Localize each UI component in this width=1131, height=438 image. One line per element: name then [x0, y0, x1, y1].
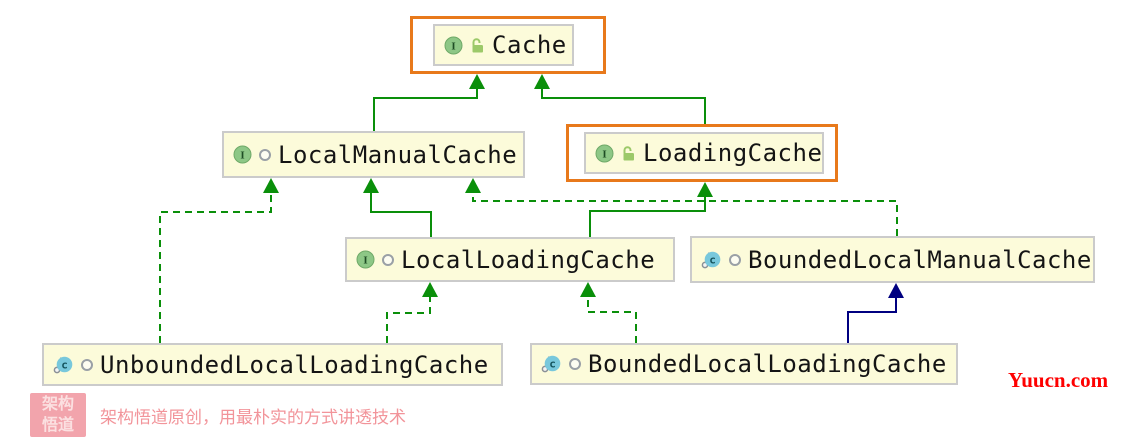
author-logo-badge: 架构 悟道 [30, 393, 86, 437]
package-private-icon [259, 148, 271, 161]
class-name-label: LocalManualCache [278, 140, 518, 169]
class-node-cache[interactable]: I Cache [433, 24, 574, 66]
edge-arrowhead-localloadingcache-extends-loadingcache [697, 182, 713, 197]
package-private-icon [569, 358, 581, 370]
svg-text:c: c [61, 358, 68, 371]
final-class-icon: c [53, 355, 74, 375]
edge-localloadingcache-extends-localmanualcache [370, 192, 432, 237]
edge-arrowhead-boundedlocalmanualcache-implements-localmanualcache [465, 178, 481, 193]
class-node-localmanualcache[interactable]: I LocalManualCache [222, 131, 525, 178]
interface-icon: I [595, 144, 614, 163]
svg-text:I: I [451, 40, 455, 52]
class-node-localloadingcache[interactable]: I LocalLoadingCache [345, 237, 675, 282]
badge-line1: 架构 [41, 396, 74, 413]
edge-arrowhead-localloadingcache-extends-localmanualcache [363, 178, 379, 193]
svg-text:c: c [549, 358, 556, 371]
edge-arrowhead-localmanualcache-extends-cache [469, 74, 485, 89]
site-watermark: Yuucn.com [1008, 368, 1109, 392]
class-node-boundedlocalmanualcache[interactable]: c BoundedLocalManualCache [690, 236, 1095, 283]
final-class-icon: c [541, 354, 562, 374]
open-lock-icon [470, 37, 485, 54]
class-name-label: BoundedLocalLoadingCache [588, 350, 947, 378]
interface-icon: I [233, 145, 252, 164]
edge-arrowhead-boundedlocalloadingcache-extends-boundedlocalmanualcache [888, 283, 904, 298]
class-node-loadingcache[interactable]: I LoadingCache [584, 132, 824, 174]
svg-text:I: I [240, 150, 244, 162]
class-name-label: BoundedLocalManualCache [748, 245, 1092, 274]
edge-arrowhead-loadingcache-extends-cache [534, 74, 550, 89]
svg-text:c: c [709, 253, 716, 266]
badge-line2: 悟道 [41, 417, 74, 434]
class-node-boundedlocalloadingcache[interactable]: c BoundedLocalLoadingCache [530, 343, 958, 385]
interface-icon: I [356, 250, 375, 269]
edge-boundedlocalloadingcache-extends-boundedlocalmanualcache [847, 297, 897, 343]
svg-text:I: I [602, 148, 606, 160]
class-name-label: Cache [492, 31, 567, 59]
edge-boundedlocalmanualcache-implements-localmanualcache [472, 192, 898, 236]
class-node-unboundedlocalloadingcache[interactable]: c UnboundedLocalLoadingCache [42, 343, 503, 386]
edge-localmanualcache-extends-cache [373, 88, 478, 131]
edge-loadingcache-extends-cache [541, 88, 706, 124]
edge-localloadingcache-extends-loadingcache [589, 196, 706, 237]
edge-unboundedlocalloadingcache-implements-localloadingcache [386, 296, 431, 343]
edge-boundedlocalloadingcache-implements-localloadingcache [587, 296, 637, 343]
class-name-label: UnboundedLocalLoadingCache [100, 350, 489, 379]
edge-arrowhead-unboundedlocalloadingcache-implements-localmanualcache [263, 178, 279, 193]
edge-unboundedlocalloadingcache-implements-localmanualcache [159, 192, 272, 343]
final-class-icon: c [701, 250, 722, 270]
edge-arrowhead-boundedlocalloadingcache-implements-localloadingcache [580, 282, 596, 297]
package-private-icon [382, 253, 394, 266]
class-name-label: LocalLoadingCache [401, 245, 656, 274]
edge-arrowhead-unboundedlocalloadingcache-implements-localloadingcache [422, 282, 438, 297]
highlight-frame-cache [410, 16, 606, 74]
class-name-label: LoadingCache [643, 139, 823, 167]
open-lock-icon [621, 145, 636, 162]
package-private-icon [729, 253, 741, 266]
svg-text:I: I [363, 255, 367, 267]
footer-caption: 架构悟道原创，用最朴实的方式讲透技术 [100, 408, 406, 427]
interface-icon: I [444, 36, 463, 55]
package-private-icon [81, 358, 93, 371]
highlight-frame-loadingcache [566, 124, 838, 182]
